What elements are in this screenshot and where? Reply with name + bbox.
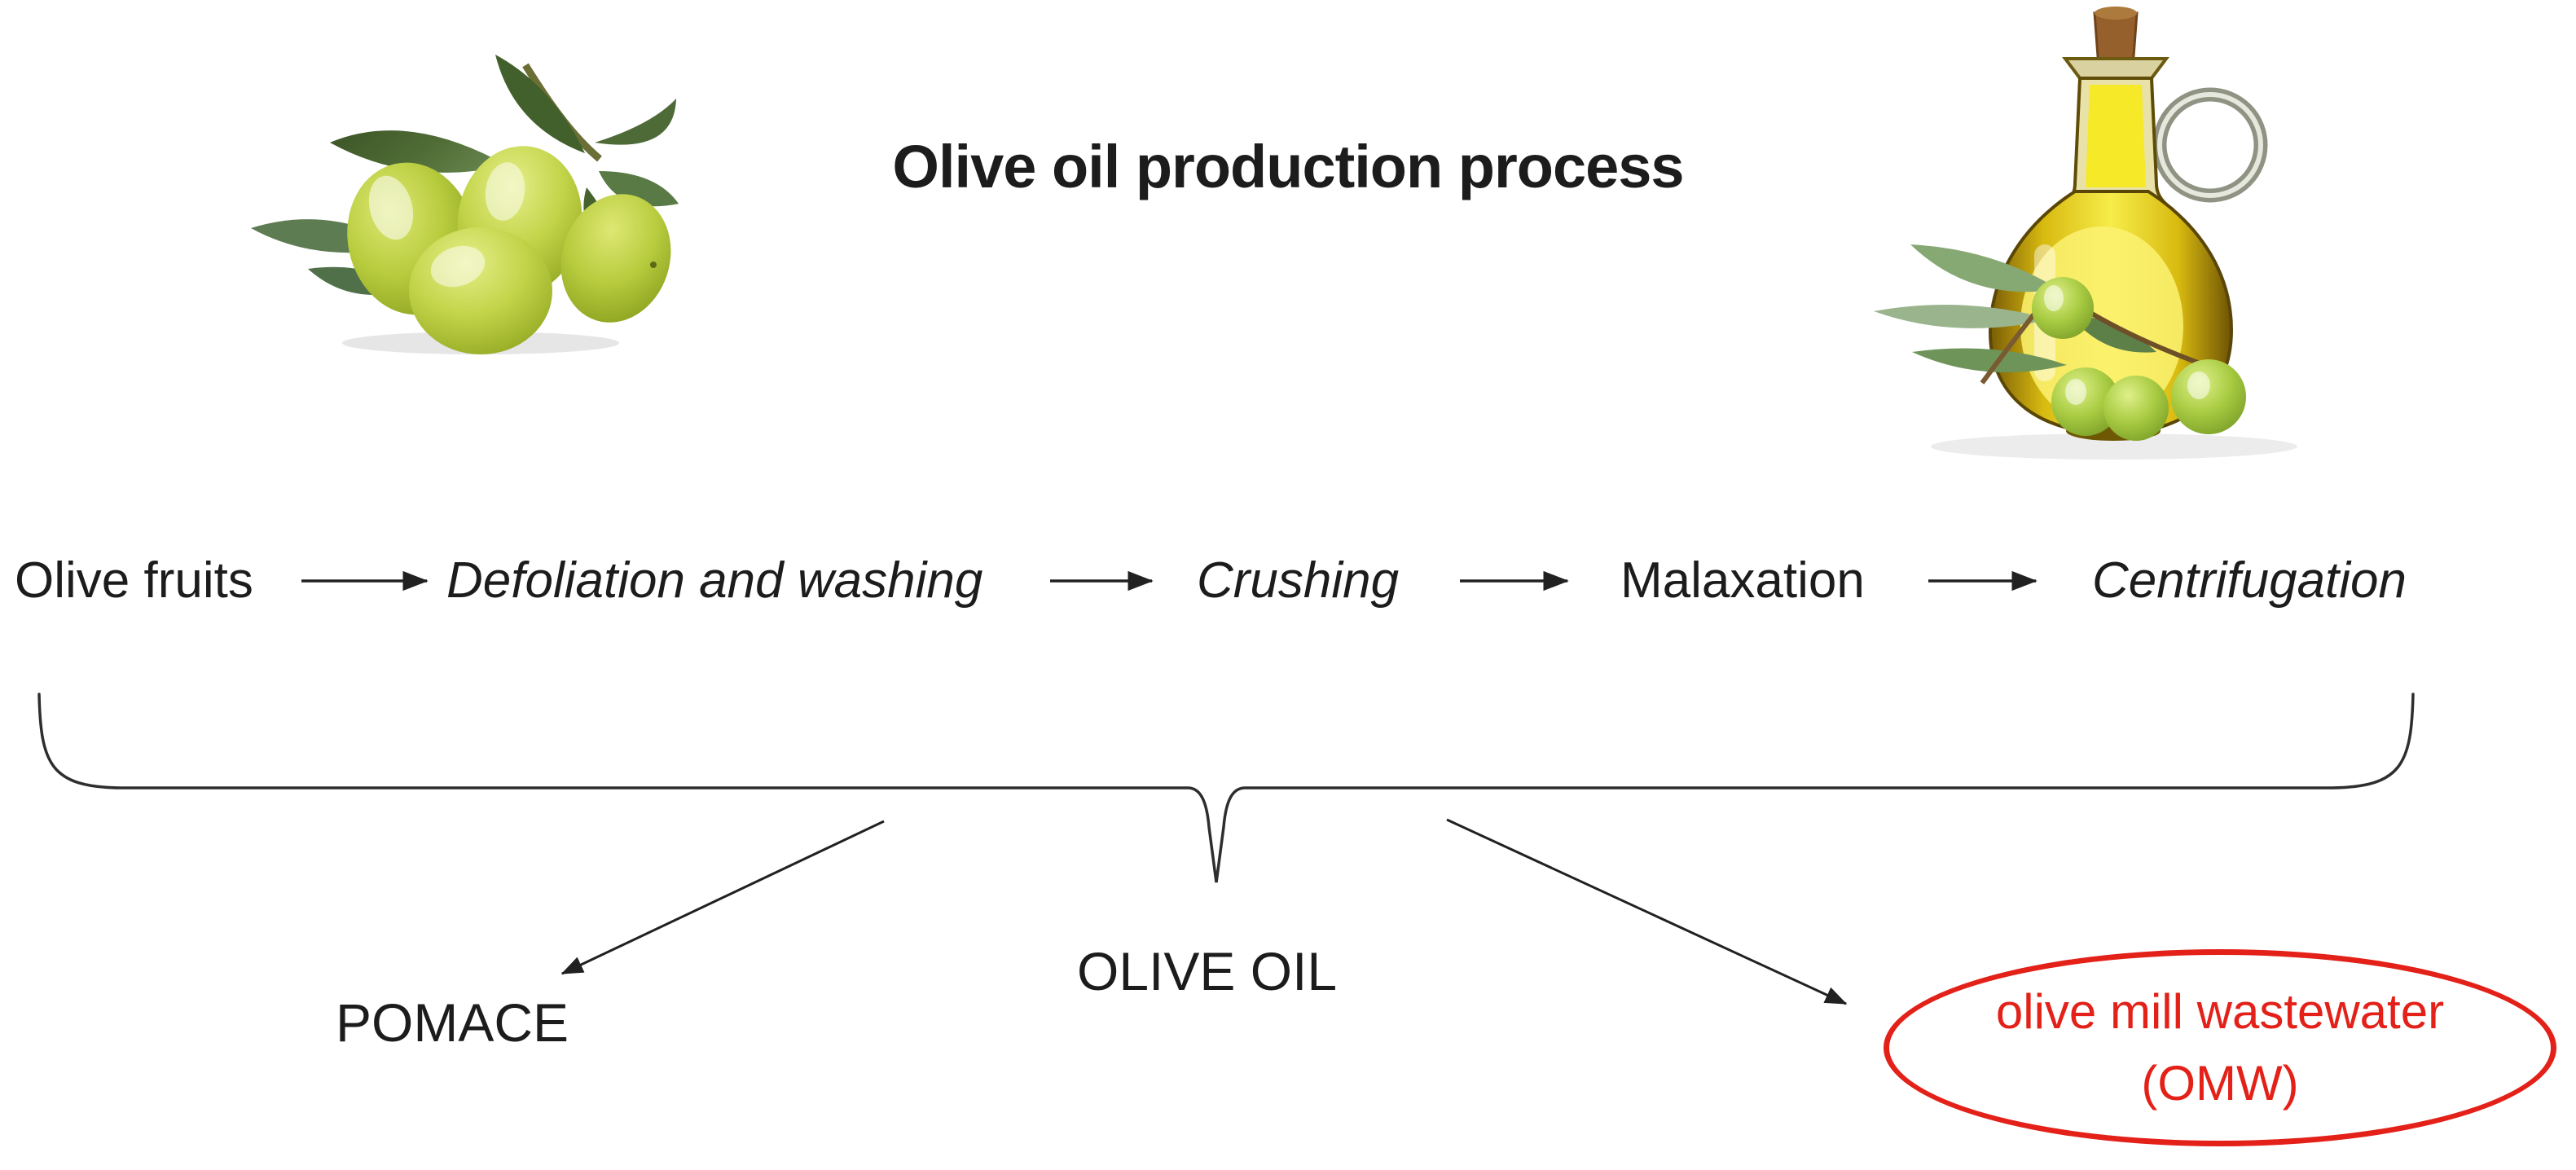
flow-step-crushing: Crushing [1197,552,1400,609]
flow-step-centrifugation: Centrifugation [2092,552,2407,609]
omw-label-line1: olive mill wastewater [1995,984,2445,1039]
pomace-arrow [560,820,885,975]
omw-label-line2: (OMW) [2141,1056,2299,1111]
olive-oil-label: OLIVE OIL [1077,941,1338,1001]
olive-oil-bottle-photo [1874,7,2297,460]
brace [37,693,2415,883]
flow-step-olive-fruits: Olive fruits [15,552,253,609]
diagram-title: Olive oil production process [892,133,1684,200]
olive-fruits-photo [251,55,679,354]
pomace-label: POMACE [336,992,569,1053]
flow-step-defoliation-washing: Defoliation and washing [446,552,983,609]
omw-arrow [1446,818,1848,1005]
flow-step-malaxation: Malaxation [1620,552,1865,609]
omw-ellipse: olive mill wastewater (OMW) [1884,949,2556,1146]
